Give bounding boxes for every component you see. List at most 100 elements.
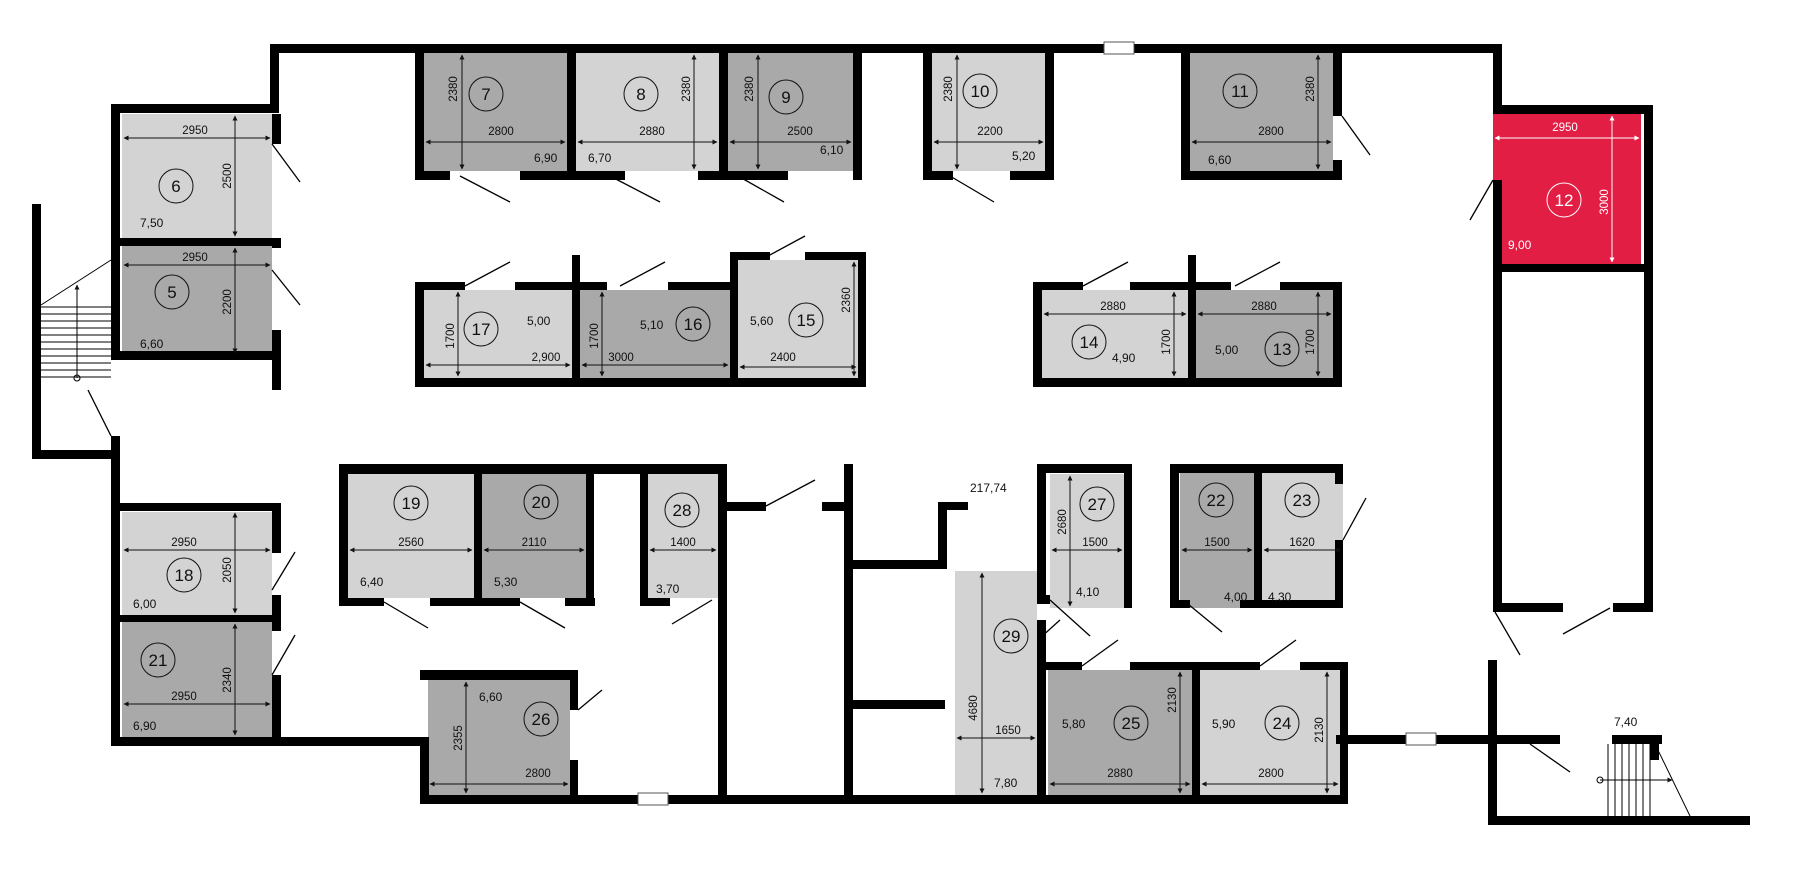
unit-17-depth: 1700 bbox=[445, 323, 457, 349]
unit-14-fill[interactable] bbox=[1042, 290, 1188, 378]
unit-14-number: 14 bbox=[1080, 333, 1099, 352]
unit-28-area: 3,70 bbox=[656, 582, 680, 596]
unit-25-fill[interactable] bbox=[1048, 670, 1192, 795]
unit-11-number: 11 bbox=[1231, 82, 1249, 101]
unit-11-depth: 2380 bbox=[1305, 76, 1317, 102]
unit-26-number: 26 bbox=[532, 710, 551, 729]
unit-15-depth: 2360 bbox=[841, 287, 853, 313]
unit-8-width: 2880 bbox=[639, 126, 665, 138]
unit-11-fill[interactable] bbox=[1190, 53, 1333, 171]
unit-6-area: 7,50 bbox=[140, 216, 164, 230]
unit-27-area: 4,10 bbox=[1076, 585, 1100, 599]
unit-25-depth: 2130 bbox=[1167, 687, 1179, 713]
unit-20-number: 20 bbox=[532, 493, 551, 512]
unit-12-depth: 3000 bbox=[1599, 189, 1611, 215]
stair-left bbox=[40, 259, 112, 382]
unit-5-depth: 2200 bbox=[222, 289, 234, 315]
unit-7-number: 7 bbox=[481, 85, 490, 104]
unit-29-depth: 4680 bbox=[968, 695, 980, 721]
unit-11-area: 6,60 bbox=[1208, 153, 1232, 167]
unit-26-width: 2800 bbox=[525, 768, 551, 780]
unit-7-area: 6,90 bbox=[534, 151, 558, 165]
walls bbox=[32, 44, 1750, 825]
unit-23-area: 4,30 bbox=[1268, 590, 1292, 604]
unit-21-depth: 2340 bbox=[222, 667, 234, 693]
unit-23-fill[interactable] bbox=[1262, 470, 1343, 608]
unit-14-depth: 1700 bbox=[1161, 329, 1173, 355]
unit-9-depth: 2380 bbox=[744, 76, 756, 102]
unit-16-depth: 1700 bbox=[589, 323, 601, 349]
unit-20-fill[interactable] bbox=[482, 474, 586, 598]
unit-10-fill[interactable] bbox=[932, 53, 1045, 171]
unit-6-number: 6 bbox=[171, 177, 180, 196]
unit-22-width: 1500 bbox=[1204, 537, 1230, 549]
unit-9-number: 9 bbox=[781, 88, 790, 107]
unit-10-width: 2200 bbox=[977, 126, 1003, 138]
unit-fills bbox=[122, 53, 1641, 795]
unit-18-area: 6,00 bbox=[133, 597, 157, 611]
unit-8-number: 8 bbox=[636, 85, 645, 104]
unit-13-number: 13 bbox=[1273, 340, 1292, 359]
unit-20-area: 5,30 bbox=[494, 575, 518, 589]
unit-21-width: 2950 bbox=[171, 691, 197, 703]
unit-27-width: 1500 bbox=[1082, 537, 1108, 549]
windows bbox=[637, 41, 1437, 806]
unit-16-area: 5,10 bbox=[640, 318, 664, 332]
unit-27-number: 27 bbox=[1088, 495, 1107, 514]
unit-23-width: 1620 bbox=[1289, 537, 1315, 549]
unit-21-area: 6,90 bbox=[133, 719, 157, 733]
unit-6-fill[interactable] bbox=[122, 114, 272, 238]
unit-labels: 5 6,60 2950 2200 6 7,50 2950 2500 7 6,90… bbox=[133, 76, 1638, 790]
unit-9-fill[interactable] bbox=[728, 53, 853, 171]
unit-24-width: 2800 bbox=[1258, 768, 1284, 780]
unit-10-number: 10 bbox=[971, 82, 990, 101]
unit-18-number: 18 bbox=[175, 566, 194, 585]
unit-28-width: 1400 bbox=[670, 537, 696, 549]
unit-22-fill[interactable] bbox=[1180, 470, 1254, 608]
unit-22-area: 4,00 bbox=[1224, 590, 1248, 604]
unit-29-number: 29 bbox=[1002, 627, 1021, 646]
unit-15-fill[interactable] bbox=[738, 260, 858, 378]
unit-26-depth: 2355 bbox=[453, 725, 465, 751]
unit-16-number: 16 bbox=[684, 315, 703, 334]
unit-21-fill[interactable] bbox=[122, 622, 272, 737]
unit-13-fill[interactable] bbox=[1196, 290, 1333, 378]
unit-24-area: 5,90 bbox=[1212, 717, 1236, 731]
unit-24-fill[interactable] bbox=[1200, 670, 1340, 795]
window-top bbox=[1103, 41, 1135, 55]
unit-8-area: 6,70 bbox=[588, 151, 612, 165]
unit-20-width: 2110 bbox=[522, 537, 547, 549]
unit-15-area: 5,60 bbox=[750, 314, 774, 328]
unit-14-width: 2880 bbox=[1100, 301, 1126, 313]
unit-13-depth: 1700 bbox=[1305, 329, 1317, 355]
unit-14-area: 4,90 bbox=[1112, 351, 1136, 365]
unit-28-fill[interactable] bbox=[648, 474, 718, 598]
unit-5-area: 6,60 bbox=[140, 337, 164, 351]
unit-23-number: 23 bbox=[1293, 491, 1312, 510]
window-bottom bbox=[637, 792, 669, 806]
unit-17-width: 2,900 bbox=[532, 352, 561, 364]
unit-9-width: 2500 bbox=[787, 126, 813, 138]
unit-7-fill[interactable] bbox=[424, 53, 567, 171]
unit-27-depth: 2680 bbox=[1057, 509, 1069, 535]
unit-25-width: 2880 bbox=[1107, 768, 1133, 780]
stair-area-label: 7,40 bbox=[1614, 715, 1638, 729]
unit-19-fill[interactable] bbox=[348, 474, 474, 598]
unit-26-fill[interactable] bbox=[428, 680, 570, 795]
unit-11-width: 2800 bbox=[1258, 126, 1284, 138]
unit-22-number: 22 bbox=[1207, 491, 1226, 510]
unit-8-depth: 2380 bbox=[681, 76, 693, 102]
unit-5-width: 2950 bbox=[182, 252, 208, 264]
unit-19-number: 19 bbox=[402, 494, 421, 513]
unit-19-width: 2560 bbox=[398, 537, 424, 549]
unit-18-depth: 2050 bbox=[222, 557, 234, 583]
dimension-lines bbox=[123, 54, 1342, 794]
unit-29-fill[interactable] bbox=[955, 571, 1037, 795]
unit-7-depth: 2380 bbox=[448, 76, 460, 102]
doors bbox=[87, 115, 1611, 773]
unit-12-number: 12 bbox=[1555, 191, 1574, 210]
unit-25-number: 25 bbox=[1122, 714, 1141, 733]
unit-6-width: 2950 bbox=[182, 125, 208, 137]
unit-17-area: 5,00 bbox=[527, 314, 551, 328]
